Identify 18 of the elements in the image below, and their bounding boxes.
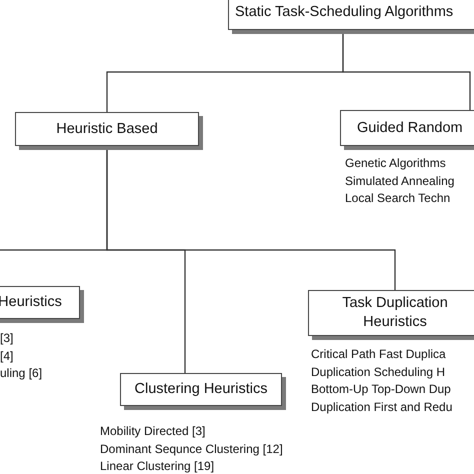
method-text: Duplication Scheduling H bbox=[311, 364, 446, 378]
category-label: Static Task-Scheduling Algorithms bbox=[235, 2, 454, 22]
category-label: Heuristic Based bbox=[56, 120, 158, 138]
category-label: Guided Random bbox=[357, 118, 463, 138]
method-text: [4] bbox=[0, 348, 14, 362]
method-text: Local Search Techn bbox=[345, 191, 450, 205]
method-text: Genetic Algorithms bbox=[345, 156, 446, 170]
method-text: Duplication First and Redu bbox=[311, 400, 452, 414]
method-text: Linear Clustering [19] bbox=[100, 459, 214, 473]
method-text: Bottom-Up Top-Down Dup bbox=[311, 382, 451, 396]
method-text: Critical Path Fast Duplica bbox=[311, 347, 446, 361]
category-label: Task Duplication Heuristics bbox=[341, 294, 449, 332]
category-label: Clustering Heuristics bbox=[134, 380, 268, 399]
method-text: Simulated Annealing bbox=[345, 174, 454, 188]
method-text: uling [6] bbox=[0, 366, 42, 380]
method-text: [3] bbox=[0, 331, 14, 345]
method-text: Dominant Sequnce Clustering [12] bbox=[100, 442, 283, 456]
method-text: Mobility Directed [3] bbox=[100, 424, 206, 438]
